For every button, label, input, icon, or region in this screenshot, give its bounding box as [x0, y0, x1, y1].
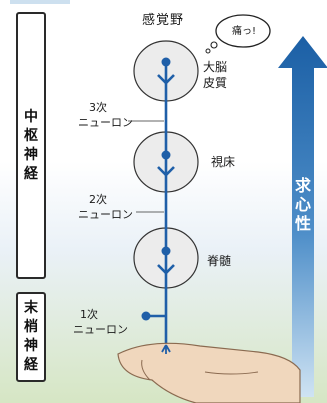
first-neuron-cell-body: [141, 311, 151, 321]
afferent-label-char: 求: [294, 176, 311, 195]
peripheral-nervous-system-box: 末 梢 神 経: [16, 292, 46, 382]
synapse-terminal: [157, 74, 175, 85]
synapse-terminal: [157, 166, 175, 177]
nerve-ending: [161, 344, 171, 354]
peripheral-nervous-system-char: 経: [24, 357, 38, 373]
spinal-cord-label: 脊髄: [207, 254, 232, 268]
second-neuron-label-line2: ニューロン: [78, 208, 133, 221]
thalamus-label: 視床: [211, 155, 236, 169]
neuron-cell-body: [161, 150, 171, 160]
neuron-cell-body: [161, 57, 171, 67]
central-nervous-system-char: 経: [24, 165, 38, 182]
hand-illustration: [117, 342, 301, 403]
neuron-cell-body: [161, 246, 171, 256]
second-neuron-label-line1: 2次: [89, 193, 107, 206]
afferent-arrow: [278, 36, 327, 397]
central-nervous-system-box: 中 枢 神 経: [16, 12, 46, 279]
peripheral-nervous-system-char: 末: [24, 300, 38, 316]
central-nervous-system-char: 神: [24, 146, 38, 163]
peripheral-nervous-system-char: 神: [24, 338, 38, 354]
pain-exclamation: 痛っ!: [232, 26, 257, 37]
top-decoration-strip: [10, 0, 70, 4]
thought-bubble: [205, 14, 271, 54]
peripheral-nervous-system-char: 梢: [24, 319, 38, 335]
afferent-label: 求 心 性: [293, 176, 313, 233]
afferent-label-char: 性: [294, 214, 311, 233]
first-neuron-label-line2: ニューロン: [73, 323, 128, 336]
first-neuron-label-line1: 1次: [80, 308, 98, 321]
cortex-label-line2: 皮質: [203, 76, 228, 90]
third-neuron-label-line1: 3次: [89, 101, 107, 114]
afferent-label-char: 心: [294, 195, 311, 214]
central-nervous-system-char: 中: [24, 108, 38, 125]
central-nervous-system-char: 枢: [24, 127, 38, 144]
sensory-cortex-label: 感覚野: [142, 13, 185, 28]
third-neuron-label-line2: ニューロン: [78, 116, 133, 129]
cortex-label-line1: 大脳: [203, 60, 228, 74]
synapse-terminal: [157, 264, 175, 275]
